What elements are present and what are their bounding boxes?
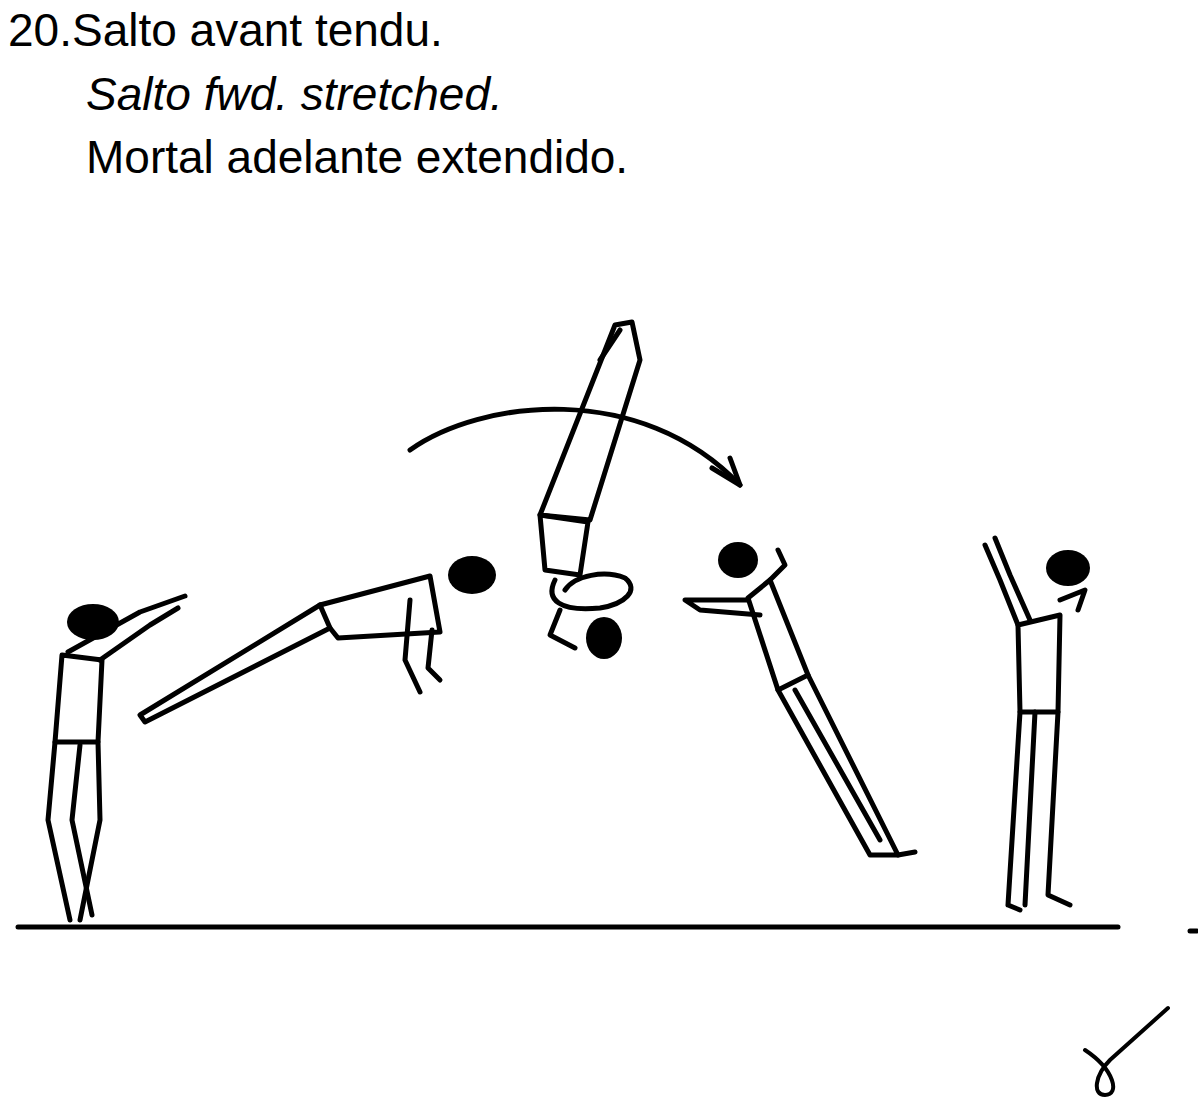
gymnast-inverted — [540, 322, 640, 648]
gymnast-head — [1046, 550, 1090, 586]
check-mark — [1085, 1008, 1168, 1095]
gymnast-landing-approach — [685, 550, 915, 855]
element-title: 20.Salto avant tendu. — [8, 4, 443, 57]
floor-line — [18, 925, 1118, 930]
gymnast-flight-horizontal — [140, 576, 440, 722]
english-name: Salto fwd. stretched. — [86, 68, 503, 121]
floor-mark — [1190, 929, 1197, 934]
gymnast-landed — [985, 538, 1085, 910]
gymnast-head — [67, 604, 119, 640]
rotation-arrowhead — [712, 458, 740, 485]
gymnast-head — [718, 542, 758, 578]
gymnast-head — [586, 617, 622, 659]
rotation-arrow — [410, 409, 740, 485]
gymnast-head — [448, 556, 496, 594]
gymnast-takeoff — [48, 596, 185, 920]
spanish-name: Mortal adelante extendido. — [86, 131, 628, 184]
